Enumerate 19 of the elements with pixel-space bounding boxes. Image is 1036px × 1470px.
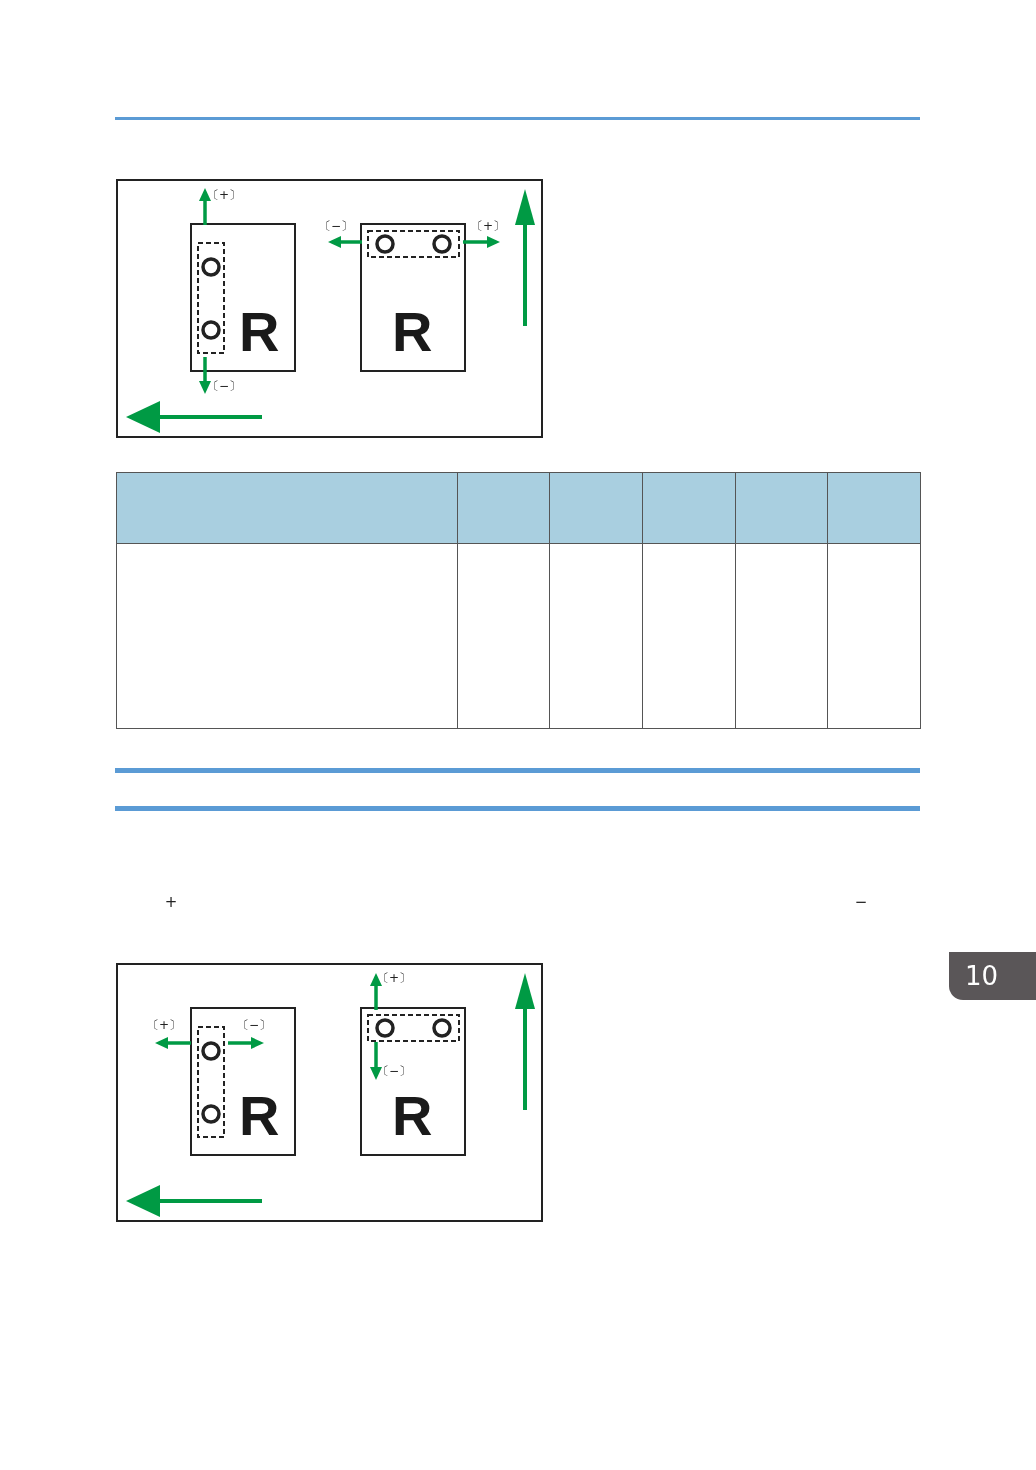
orientation-letter: R [392, 1092, 433, 1140]
orientation-letter: R [392, 308, 433, 356]
orientation-letter: R [239, 1092, 280, 1140]
sign-symbol: − [854, 895, 868, 909]
direction-label: 〔+〕 [146, 1018, 182, 1032]
direction-label: 〔+〕 [470, 219, 506, 233]
sign-symbol: + [164, 895, 178, 909]
orientation-letter: R [239, 308, 280, 356]
direction-label: 〔−〕 [376, 1064, 412, 1078]
paper-sheet [190, 1007, 296, 1156]
paper-sheet [360, 223, 466, 372]
paper-sheet [190, 223, 296, 372]
chapter-tab: 10 [949, 952, 1036, 1000]
direction-label: 〔−〕 [318, 219, 354, 233]
direction-label: 〔+〕 [206, 188, 242, 202]
direction-label: 〔+〕 [376, 971, 412, 985]
paper-sheet [360, 1007, 466, 1156]
direction-label: 〔−〕 [206, 379, 242, 393]
direction-label: 〔−〕 [236, 1018, 272, 1032]
